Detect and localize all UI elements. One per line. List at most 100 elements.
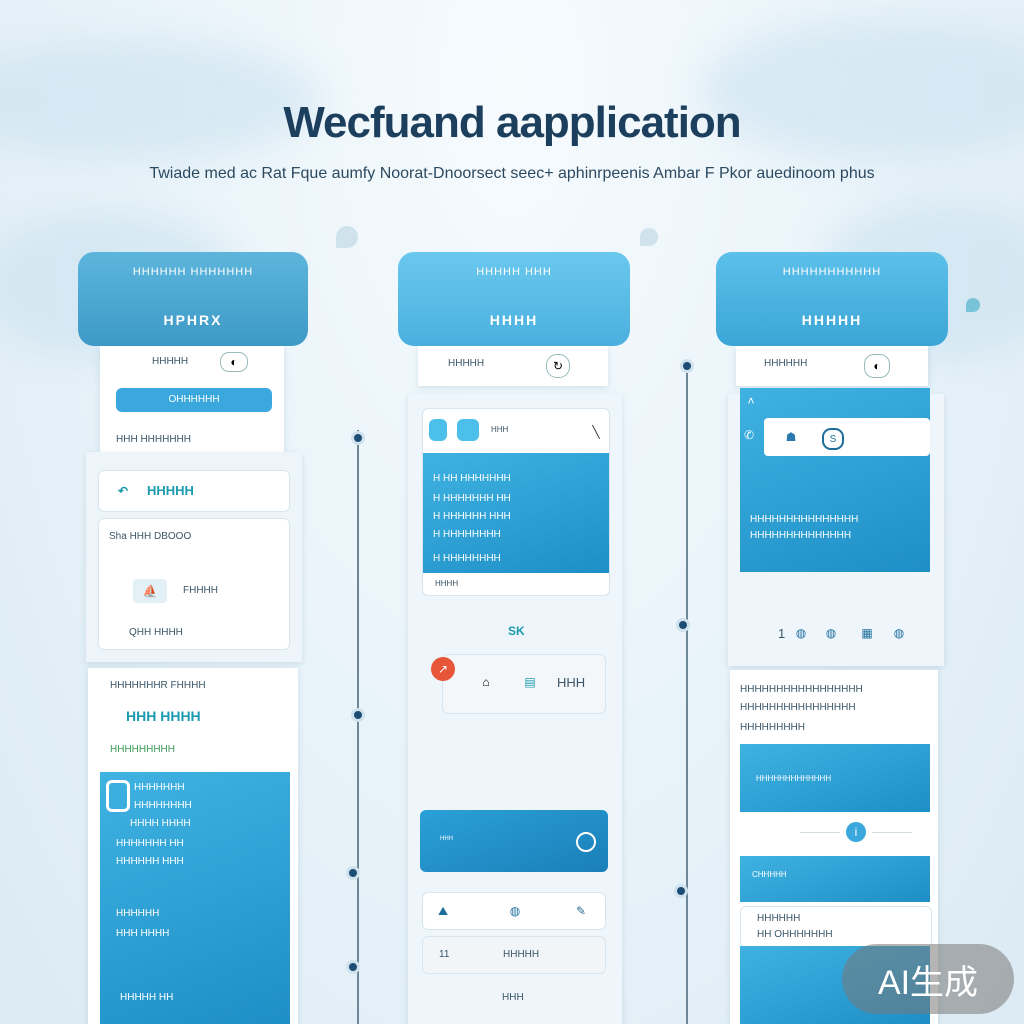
column3-blue-bar[interactable]: HHHHHHHHHHHHH [740, 744, 930, 812]
doc-icon: ▤ [524, 675, 536, 689]
globe-icon[interactable]: ◍ [825, 626, 837, 640]
action-bar-label: HHH [440, 836, 453, 842]
column2-footer: HHH [502, 992, 524, 1003]
device-icon [106, 780, 130, 812]
column3-search-chip[interactable]: ☗ S [764, 418, 930, 456]
column1-top-panel: HHHHH ◐ OHHHHHH HHH HHHHHHH [100, 346, 284, 452]
ship-icon: ⛵ [133, 579, 167, 603]
timeline-dot [676, 618, 690, 632]
column3-top-panel: HHHHHH ◐ [736, 346, 928, 386]
toggle-icon[interactable]: ◐ [864, 354, 890, 378]
chat-line: H HHHHHHH HH [433, 493, 511, 504]
nav-right: HHHHH [503, 949, 540, 960]
column3-toolbar-label: HHHHHH [764, 358, 808, 369]
column1-card1-label: HHHHH [147, 483, 194, 498]
timeline-dot [346, 866, 360, 880]
edit-icon[interactable]: ✎ [575, 904, 587, 918]
column1-middle-panel: ↶ HHHHH Sha HHH DBOOO ⛵ FHHHH QHH HHHH [86, 452, 302, 662]
column1-primary-button[interactable]: OHHHHHH [116, 388, 272, 412]
chat-footer: HHHH [435, 579, 459, 588]
column1-tab-top-text: HHHHHH HHHHHHH [132, 266, 254, 278]
refresh-icon[interactable]: ↻ [546, 354, 570, 378]
card2-line1: Sha HHH DBOOO [109, 531, 192, 542]
page-subtitle: Twiade med ac Rat Fque aumfy Noorat-Dnoo… [149, 165, 875, 182]
column2-action-bar[interactable]: HHH [420, 810, 608, 872]
map-icon[interactable]: ⛰ [437, 903, 449, 918]
info-icon[interactable]: i [846, 822, 866, 842]
blue-line: HHHHHH [116, 908, 160, 919]
chat-avatar-icon [457, 419, 479, 441]
card3-line1: HHHHHHHR FHHHH [110, 680, 206, 691]
button-label: OHHHHHH [168, 394, 220, 405]
column3-tab-title: HHHHH [801, 312, 863, 328]
list-line: HHHHHHHHHHHHHHHHH [740, 684, 863, 695]
divider [872, 832, 912, 833]
column2-chat-card: HHH ╲ H HH HHHHHHH H HHHHHHH HH H HHHHHH… [422, 408, 610, 596]
chat-line: H HHHHHH HHH [433, 511, 511, 522]
card2-line2: FHHHH [183, 585, 218, 596]
back-icon[interactable]: ↶ [117, 484, 129, 498]
close-icon[interactable]: ╲ [592, 425, 600, 439]
timeline-dot [351, 708, 365, 722]
blue-line: HHHHHHHH [134, 800, 192, 811]
record-icon[interactable]: ↗ [431, 657, 455, 681]
column2-tab-title: HHHH [489, 312, 539, 328]
column2-nav-bar: 11 HHHHH [422, 936, 606, 974]
column2-media-row[interactable]: ↗ ⌂ ▤ HHH [431, 654, 606, 714]
chat-avatar-icon [429, 419, 447, 441]
column3-blue-line: HHHHHHHHHHHHHHH [750, 514, 859, 525]
blue-line: HHHHHHH [134, 782, 185, 793]
page-number: 1 [778, 626, 786, 641]
decor-leaf [336, 226, 358, 248]
column3-tab-top-text: HHHHHHHHHHH [782, 266, 882, 278]
toggle-icon[interactable]: ◐ [220, 352, 248, 372]
list-line: HHHHHHHHH [740, 722, 805, 733]
decor-leaf [640, 228, 658, 246]
column2-chat-blue: H HH HHHHHHH H HHHHHHH HH H HHHHHH HHH H… [423, 453, 609, 573]
column2-tab-top-text: HHHHH HHH [476, 266, 552, 278]
blue3-line: CHHHHH [752, 870, 787, 879]
column1-icon-row-card[interactable]: ↶ HHHHH [98, 470, 290, 512]
page-title: Wecfuand aapplication [283, 98, 741, 147]
chevron-up-icon[interactable]: ˄ [747, 394, 755, 408]
chat-line: H HHHHHHHH [433, 529, 501, 540]
column2-main-panel: HHH ╲ H HH HHHHHHH H HHHHHHH HH H HHHHHH… [408, 394, 622, 1024]
globe-icon[interactable]: ◍ [893, 626, 905, 640]
blue-line: HHHHHH HHH [116, 856, 184, 867]
card-line: HHHHHH [757, 913, 801, 924]
column3-header-tab[interactable]: HHHHHHHHHHH HHHHH [716, 252, 948, 346]
grid-icon[interactable]: ▦ [861, 626, 873, 640]
chat-line: H HHHHHHHH [433, 553, 501, 564]
timeline-dot [351, 431, 365, 445]
nav-left: 11 [439, 949, 450, 960]
sk-label: SK [508, 624, 525, 638]
card-line: HH OHHHHHHH [757, 929, 833, 940]
chat-label: HHH [491, 425, 509, 434]
column1-details-card: Sha HHH DBOOO ⛵ FHHHH QHH HHHH [98, 518, 290, 650]
column2-header-tab[interactable]: HHHHH HHH HHHH [398, 252, 630, 346]
column3-blue-card: ˄ ☗ S ✆ HHHHHHHHHHHHHHH HHHHHHHHHHHHHH [740, 388, 930, 572]
blue-line: HHHH HHHH [130, 818, 191, 829]
column3-blue-bar-2[interactable]: CHHHHH [740, 856, 930, 902]
blue2-line: HHHHHHHHHHHHH [756, 774, 832, 783]
column2-toolbar-label: HHHHH [448, 358, 485, 369]
column3-text-card: HHHHHH HH OHHHHHHH [740, 906, 932, 948]
chat-line: H HH HHHHHHH [433, 473, 511, 484]
globe-icon[interactable]: ◍ [509, 904, 521, 918]
timeline-dot [680, 359, 694, 373]
list-line: HHHHHHHHHHHHHHHH [740, 702, 856, 713]
connector-line [686, 360, 688, 1024]
phone-icon[interactable]: ✆ [743, 428, 755, 442]
globe-icon[interactable]: ◍ [795, 626, 807, 640]
column1-info-line: HHH HHHHHHH [116, 434, 191, 445]
watermark-badge: AI生成 [842, 944, 1014, 1014]
row-label: HHH [557, 675, 586, 690]
circle-icon[interactable] [576, 832, 596, 852]
background-cloud [700, 20, 1024, 160]
column3-blue-line: HHHHHHHHHHHHHH [750, 530, 852, 541]
column1-bottom-panel: HHHHHHHR FHHHH HHH HHHH HHHHHHHHH HHHHHH… [88, 668, 298, 1024]
column2-icon-toolbar: ⛰ ◍ ✎ [422, 892, 606, 930]
column1-header-tab[interactable]: HHHHHH HHHHHHH HPHRX [78, 252, 308, 346]
timeline-dot [346, 960, 360, 974]
column2-top-panel: HHHHH ↻ [418, 346, 608, 386]
